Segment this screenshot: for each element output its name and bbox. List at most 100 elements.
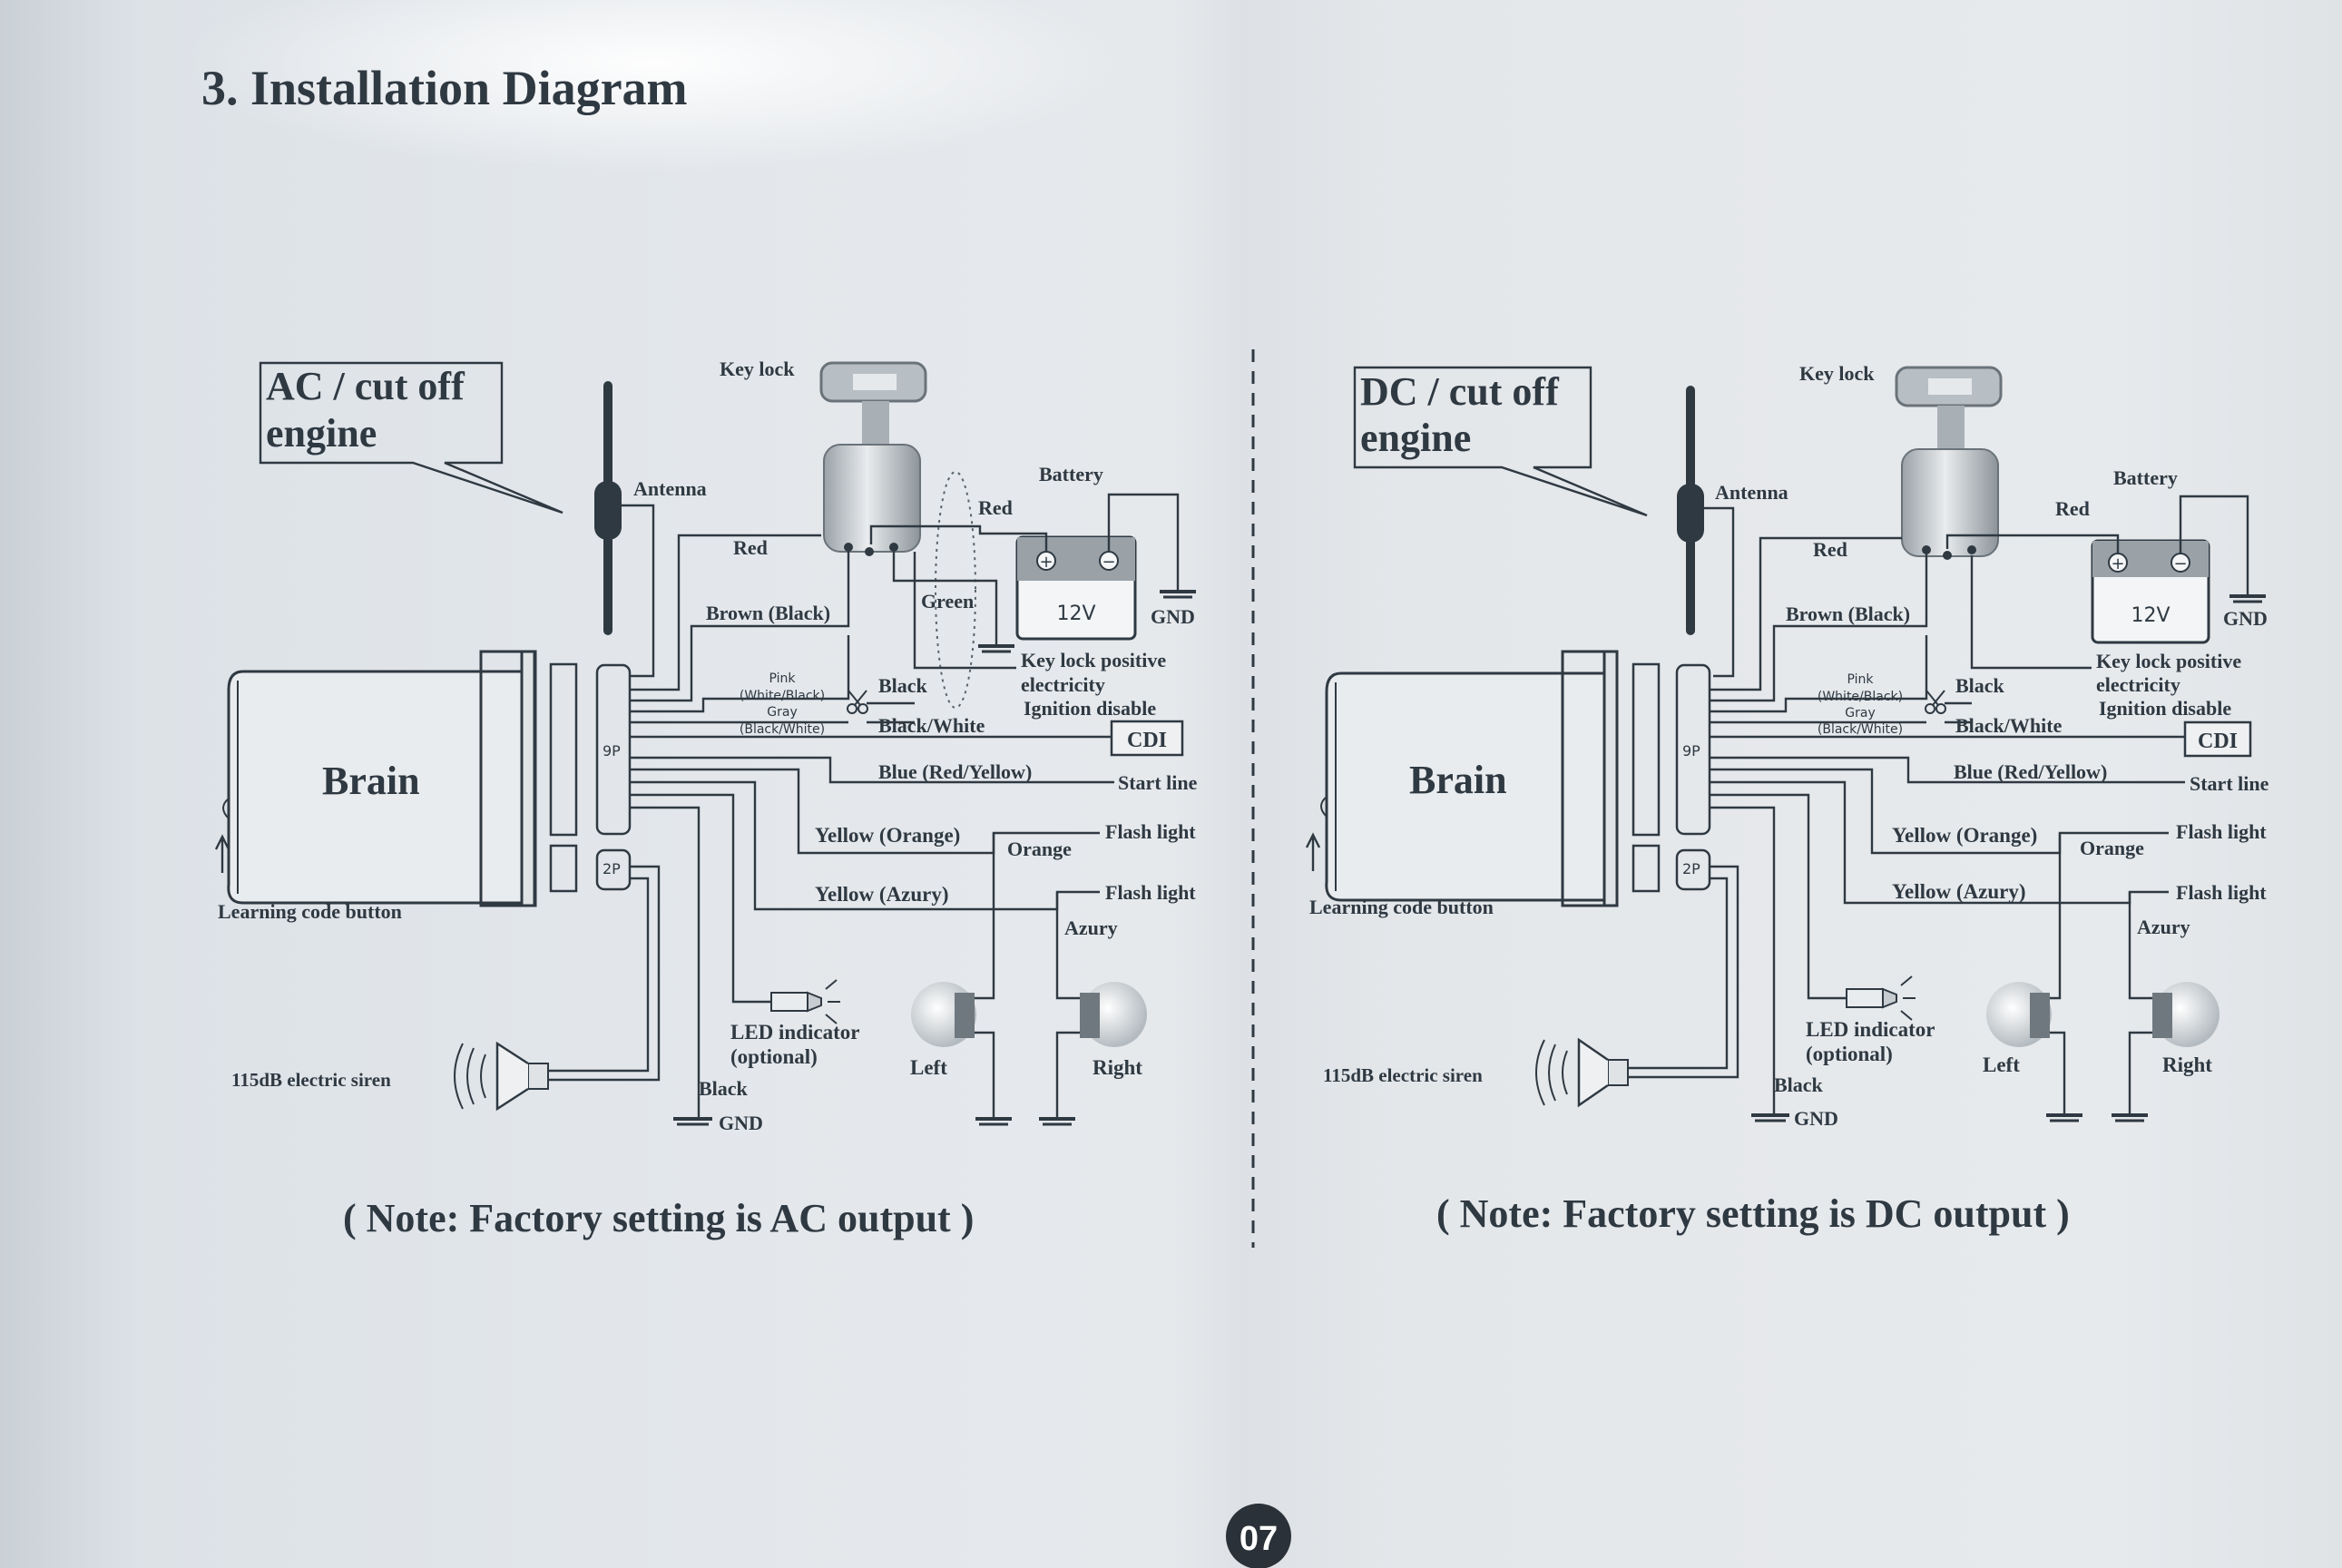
ground-icon [1751,1113,1789,1122]
led-indicator-label: LED indicator [730,1021,859,1044]
start-line-label: Start line [2190,772,2269,795]
scissors-icon [847,690,868,714]
page-number: 07 [1240,1520,1278,1558]
green-loop [935,471,976,709]
brain-unit [1320,650,1711,907]
key-lock-icon [1895,366,2003,560]
right-light-label: Right [1093,1056,1142,1079]
pink-label: Pink [769,671,796,686]
siren-icon[interactable] [454,1041,549,1112]
siren-label: 115dB electric siren [231,1069,391,1091]
cdi-label: CDI [2198,730,2238,753]
right-light-label: Right [2162,1054,2212,1076]
start-line-label: Start line [1118,771,1198,794]
mode-title-line1: AC / cut off [266,364,465,408]
factory-note: ( Note: Factory setting is AC output ) [343,1196,974,1240]
cdi-box [1110,720,1184,757]
connector-2p-label: 2P [603,860,621,877]
left-light-label: Left [910,1056,947,1079]
svg-text:−: − [2173,554,2187,573]
siren-icon[interactable] [1535,1037,1629,1108]
battery-voltage: 12V [1056,603,1095,625]
lamp-icon [2152,982,2220,1047]
pink-label: Pink [1847,672,1874,687]
mode-callout: DC / cut off engine [1353,366,1648,517]
azury-label: Azury [1064,916,1118,939]
ground-icon [2229,594,2266,603]
mode-title-line2: engine [266,411,377,456]
orange-label: Orange [1007,838,1072,860]
scissors-icon [1925,690,1946,714]
brain-unit [222,650,632,907]
ground-icon [2112,1113,2148,1122]
mode-title-line2: engine [1360,416,1471,460]
left-light-label: Left [1983,1054,2020,1076]
learning-code-button-label[interactable]: Learning code button [218,900,402,923]
gray-label: Gray [1845,706,1875,720]
antenna-icon [594,381,622,635]
led-icon[interactable] [770,979,840,1024]
electricity-label: electricity [2096,673,2180,696]
antenna-label: Antenna [1715,481,1788,504]
flash-light-label-2: Flash light [2176,881,2267,904]
azury-label: Azury [2137,916,2190,938]
led-optional-label: (optional) [730,1045,818,1068]
gray-label: Gray [767,705,797,720]
wire-black-label: Black [1955,674,2005,697]
wire-yellow-azury-label: Yellow (Azury) [1892,880,2026,903]
ground-icon [1039,1117,1075,1126]
wire-blue-label: Blue (Red/Yellow) [1954,760,2107,783]
connector-2p-label: 2P [1682,860,1700,877]
svg-text:−: − [1102,553,1115,572]
key-lock-positive-label: Key lock positive [2096,650,2241,672]
wire-red-label: Red [2055,497,2090,520]
white-black-label: (White/Black) [1818,690,1903,704]
light-glare [181,0,1125,172]
electricity-label: electricity [1021,673,1105,696]
mode-callout: AC / cut off engine [259,361,563,514]
antenna-label: Antenna [633,477,707,500]
flash-light-label-1: Flash light [1105,820,1196,843]
connector-9p-label: 9P [603,742,621,760]
wire-red-label: Red [978,496,1013,519]
wire-black-white-label: Black/White [1955,714,2063,737]
ground-icon [978,644,1014,653]
black-white-small-label: (Black/White) [740,722,825,737]
flash-light-label-1: Flash light [2176,820,2267,843]
led-icon[interactable] [1846,975,1916,1021]
orange-label: Orange [2080,837,2144,859]
gnd-label: GND [2223,607,2268,630]
wire-yellow-orange-label: Yellow (Orange) [1892,824,2037,847]
gnd-label-2: GND [1794,1107,1838,1130]
diagram-ac: AC / cut off engine Antenna Key lock + − [214,358,1198,1240]
learning-code-button-label[interactable]: Learning code button [1309,896,1494,918]
gnd-label: GND [1151,605,1195,628]
lamp-icon [1986,982,2052,1047]
wire-green-label: Green [921,590,974,612]
page-title: 3. Installation Diagram [201,61,688,115]
wire-black-label-2: Black [699,1077,749,1100]
ignition-disable-label: Ignition disable [2099,697,2231,720]
wire-red-label-2: Red [1813,538,1847,561]
wire-black-label-2: Black [1774,1073,1824,1096]
wire-blue-label: Blue (Red/Yellow) [878,760,1032,783]
black-white-small-label: (Black/White) [1818,722,1903,737]
gnd-label-2: GND [719,1112,763,1134]
antenna-icon [1677,386,1704,635]
lamp-icon [1080,982,1147,1047]
diagram-dc: DC / cut off engine Antenna Key lock + −… [1305,362,2269,1236]
connector-9p-label: 9P [1682,742,1700,760]
battery-icon: + − [1015,535,1137,641]
key-lock-positive-label: Key lock positive [1021,649,1166,671]
battery-label: Battery [2113,466,2178,489]
mode-title-line1: DC / cut off [1360,369,1560,414]
flash-light-label-2: Flash light [1105,881,1196,904]
battery-voltage: 12V [2131,604,2170,627]
key-lock-icon [819,361,927,556]
page-number-badge: 07 [1226,1504,1291,1568]
svg-text:+: + [2111,554,2124,573]
ground-icon [975,1117,1012,1126]
led-indicator-label: LED indicator [1806,1018,1935,1041]
ignition-disable-label: Ignition disable [1024,697,1156,720]
